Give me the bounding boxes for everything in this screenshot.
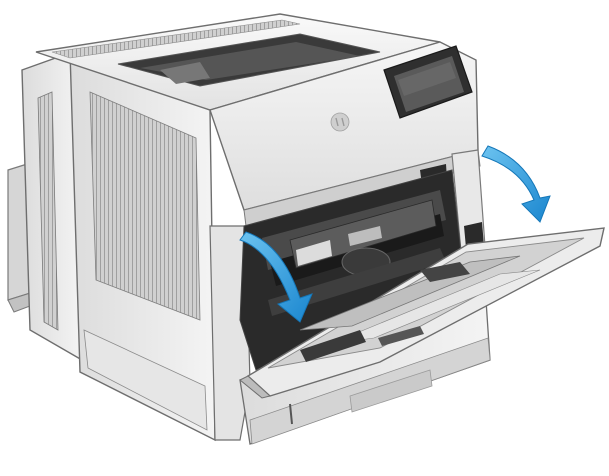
printer-top xyxy=(35,13,441,111)
hp-logo-icon xyxy=(330,112,350,132)
curved-arrow-down-left-icon xyxy=(239,231,313,323)
control-panel-screen xyxy=(383,45,473,119)
printer-front-panel xyxy=(209,41,481,227)
printer-side-body xyxy=(69,50,216,442)
curved-arrow-down-right-icon xyxy=(481,145,551,223)
open-front-tray xyxy=(239,227,605,399)
printer-left-side xyxy=(21,49,83,362)
